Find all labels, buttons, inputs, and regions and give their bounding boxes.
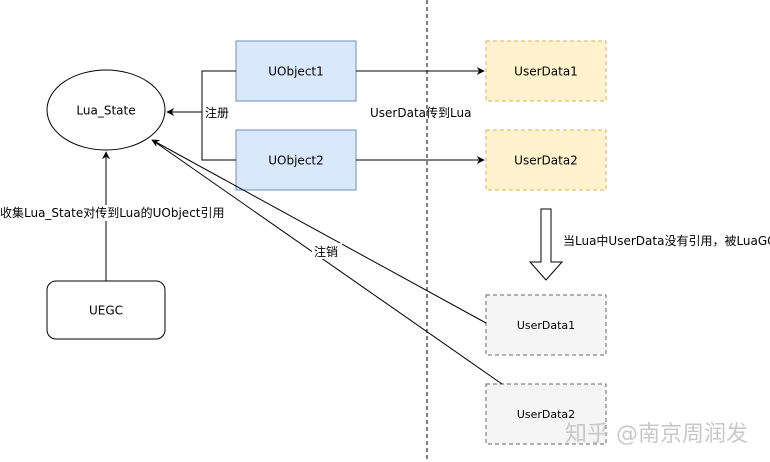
userdata2-node[interactable]: UserData2 (485, 129, 607, 191)
edge-unregister-2 (151, 139, 503, 385)
uobject1-node[interactable]: UObject1 (235, 40, 357, 102)
uegc-label: UEGC (89, 304, 123, 318)
uobject2-node[interactable]: UObject2 (235, 129, 357, 191)
edge-unregister-1 (151, 139, 487, 324)
uobject1-label: UObject1 (268, 65, 324, 79)
lua-state-node[interactable]: Lua_State (46, 69, 166, 151)
collect-label: 收集Lua_State对传到Lua的UObject引用 (0, 205, 225, 220)
lua-state-label: Lua_State (76, 104, 135, 118)
pass-userdata-label: UserData传到Lua (370, 105, 471, 120)
userdata1-node[interactable]: UserData1 (485, 40, 607, 102)
register-label: 注册 (205, 105, 229, 120)
userdata2-gc-label: UserData2 (517, 408, 575, 421)
userdata2-label: UserData2 (514, 154, 578, 168)
userdata2-gc-node[interactable]: UserData2 (485, 383, 607, 445)
edge-register (201, 70, 236, 161)
gc-note-label: 当Lua中UserData没有引用，被LuaGC (563, 233, 770, 248)
unregister-label: 注销 (314, 244, 338, 259)
uobject2-label: UObject2 (268, 154, 324, 168)
userdata1-label: UserData1 (514, 65, 578, 79)
uegc-node[interactable]: UEGC (46, 280, 166, 340)
watermark: 知乎 @南京周润发 (565, 422, 748, 447)
userdata1-gc-label: UserData1 (517, 319, 575, 332)
userdata1-gc-node[interactable]: UserData1 (485, 294, 607, 356)
gc-down-arrow (528, 208, 564, 281)
